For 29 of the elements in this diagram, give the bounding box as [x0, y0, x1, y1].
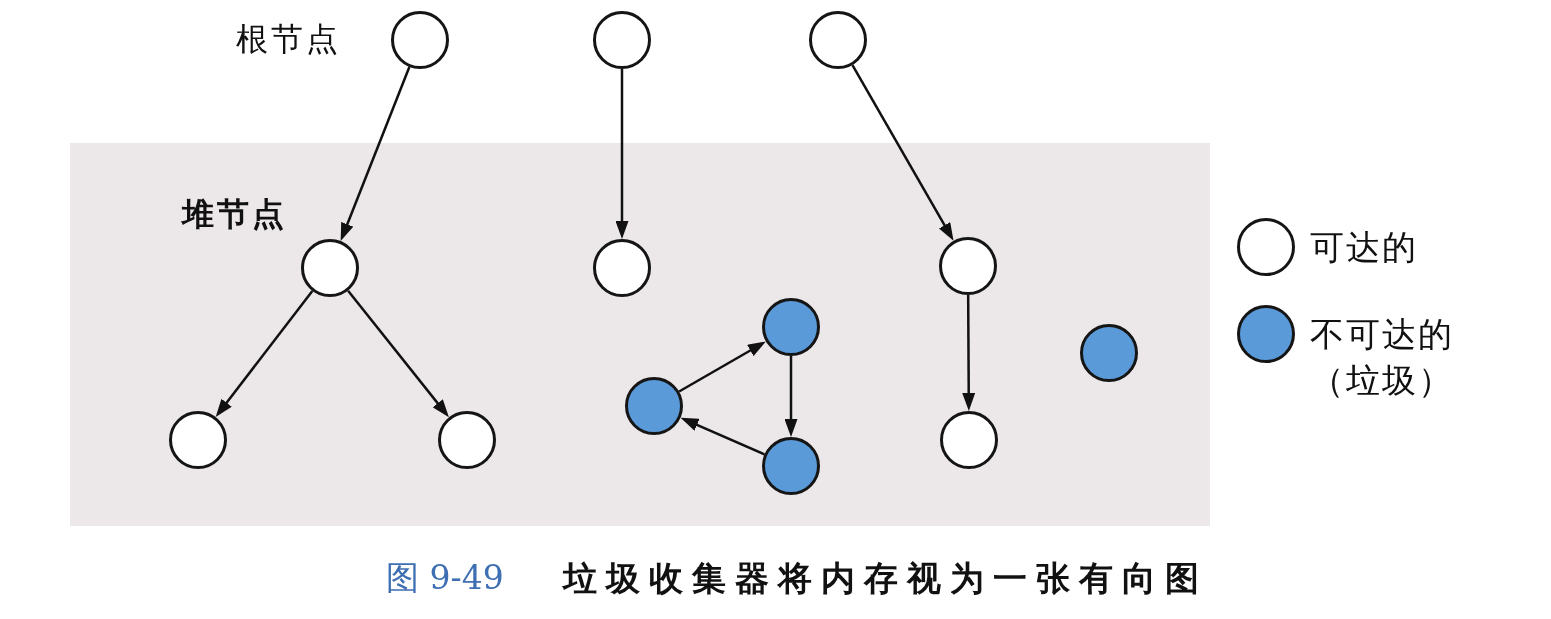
group-label: 根节点 [236, 19, 341, 59]
figure-number: 图 9-49 [386, 558, 504, 598]
arrow [678, 341, 766, 393]
arrow [340, 66, 411, 242]
heap-node [301, 239, 359, 297]
heap-node [762, 437, 820, 495]
heap-node [625, 377, 683, 435]
legend-label: 不可达的（垃圾） [1310, 313, 1455, 402]
heap-node [593, 239, 651, 297]
legend-label: 可达的 [1310, 226, 1419, 269]
heap-node [940, 411, 998, 469]
heap-region [70, 143, 1210, 526]
group-label: 堆节点 [182, 194, 287, 234]
heap-node [939, 237, 997, 295]
root-node [593, 11, 651, 69]
heap-node [1080, 324, 1138, 382]
figure-caption: 垃圾收集器将内存视为一张有向图 [563, 558, 1208, 598]
arrow [962, 295, 976, 411]
arrow [851, 64, 954, 241]
heap-node [438, 411, 496, 469]
heap-node [762, 298, 820, 356]
root-node [391, 11, 449, 69]
heap-node [169, 411, 227, 469]
arrow [215, 290, 314, 417]
root-node [809, 11, 867, 69]
arrow [347, 289, 449, 418]
arrow [784, 356, 798, 437]
arrow [680, 417, 765, 456]
arrow [615, 69, 629, 239]
